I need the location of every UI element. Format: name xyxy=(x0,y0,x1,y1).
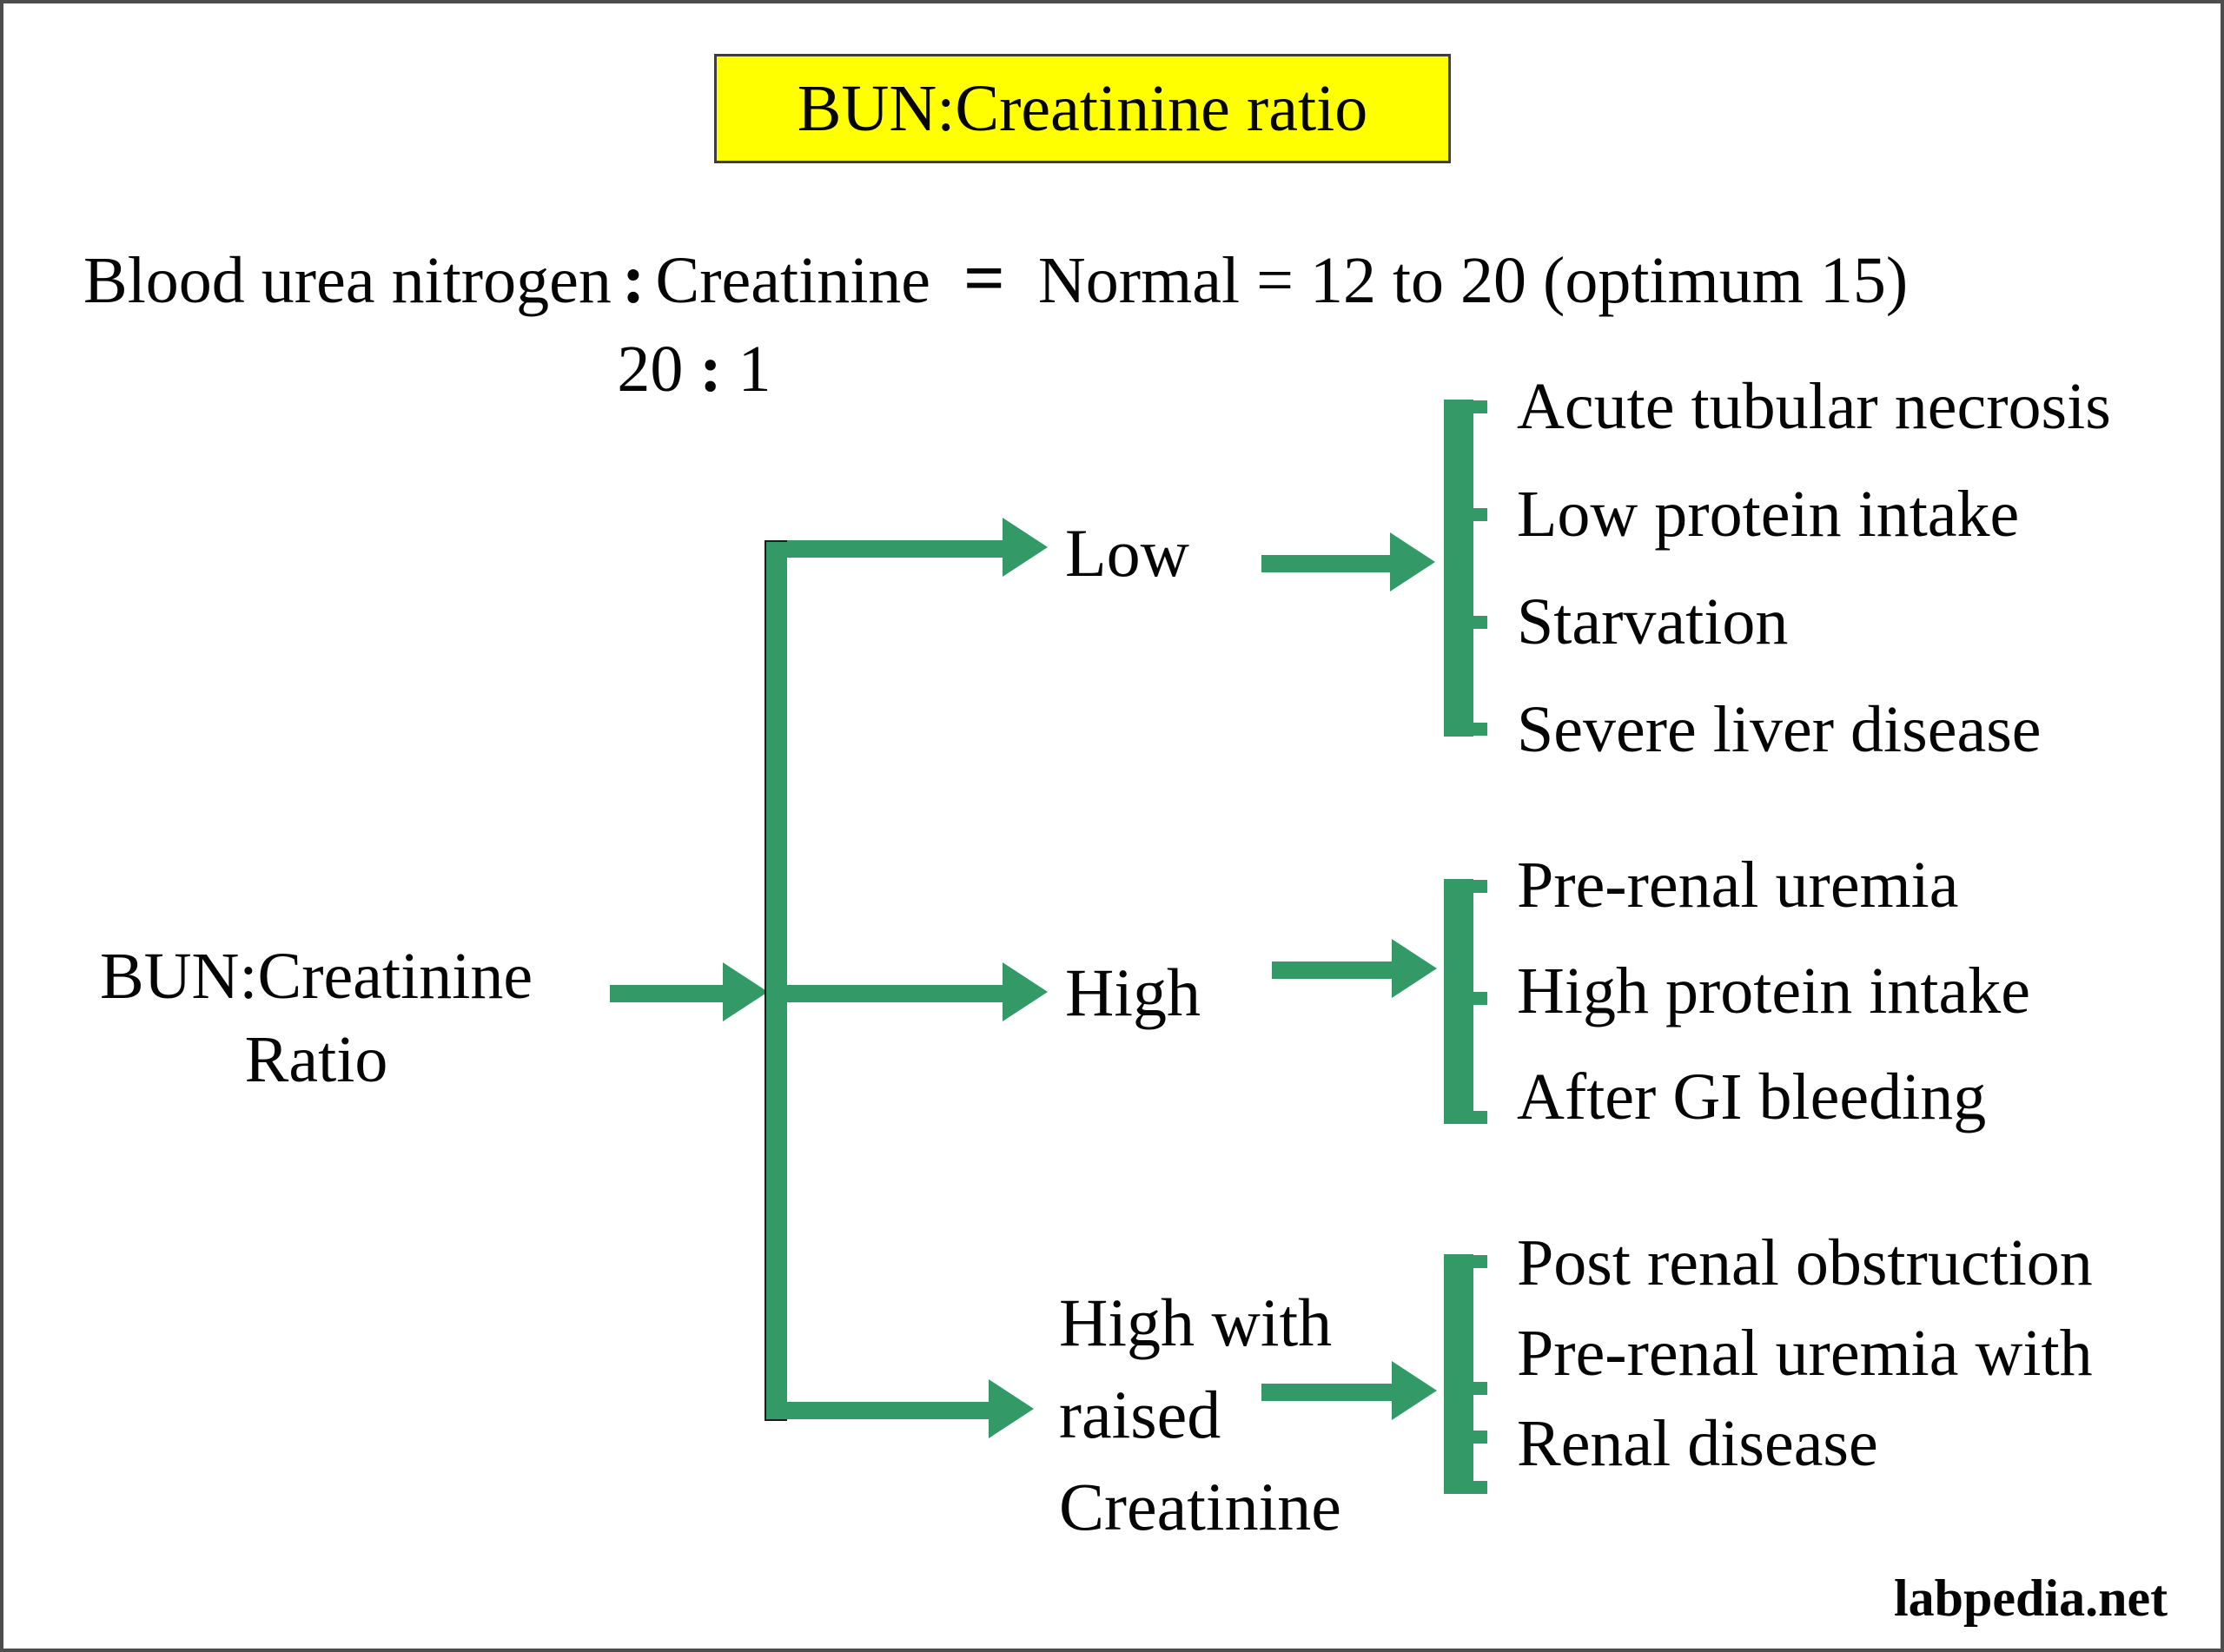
formula-equals: = xyxy=(963,238,1005,319)
root-node: BUN:Creatinine Ratio xyxy=(28,935,605,1101)
high-to-causes-arrow-shaft xyxy=(1272,961,1393,979)
bracket-tick xyxy=(1444,723,1487,736)
cause-item: Acute tubular necrosis xyxy=(1517,369,2111,443)
branch-high-raised-arrow-shaft xyxy=(766,1402,990,1419)
low-to-causes-arrow-head-icon xyxy=(1390,532,1435,591)
high-causes-bracket xyxy=(1444,879,1487,1124)
cause-item: After GI bleeding xyxy=(1517,1060,1987,1133)
high-raised-causes-bracket xyxy=(1444,1254,1487,1494)
high-raised-to-causes-arrow-head-icon xyxy=(1392,1361,1437,1420)
branch-label-line: High with xyxy=(1059,1285,1333,1360)
branch-label-low: Low xyxy=(1065,515,1189,591)
bracket-tick xyxy=(1444,1481,1487,1494)
page-title: BUN:Creatinine ratio xyxy=(797,71,1368,145)
cause-item: Pre-renal uremia xyxy=(1517,848,1959,922)
ratio-line: 20 : 1 xyxy=(551,332,837,407)
bracket-tick xyxy=(1444,1111,1487,1124)
branch-low-arrow-shaft xyxy=(787,540,1004,558)
cause-item: Low protein intake xyxy=(1517,477,2020,551)
formula-colon: : xyxy=(621,241,645,318)
branch-label-line: raised xyxy=(1059,1377,1221,1452)
branch-label-line: Creatinine xyxy=(1059,1469,1341,1544)
formula-normal-range: Normal = 12 to 20 (optimum 15) xyxy=(1037,244,1909,317)
high-to-causes-arrow-head-icon xyxy=(1392,939,1437,998)
branch-high-arrow-head-icon xyxy=(1003,962,1048,1021)
high-causes-list: Pre-renal uremia High protein intake Aft… xyxy=(1517,832,2030,1150)
formula-bun: Blood urea nitrogen xyxy=(83,244,612,317)
cause-item: Severe liver disease xyxy=(1517,692,2042,766)
title-box: BUN:Creatinine ratio xyxy=(714,54,1451,163)
trunk-connector xyxy=(764,540,787,1421)
bracket-tick xyxy=(1444,1431,1487,1444)
bracket-bar xyxy=(1444,1254,1473,1494)
ratio-colon: : xyxy=(699,333,722,406)
branch-label-high: High xyxy=(1065,955,1201,1030)
bracket-bar xyxy=(1444,400,1473,737)
branch-label-high-raised: High with raised Creatinine xyxy=(1059,1277,1424,1553)
low-causes-bracket xyxy=(1444,400,1487,737)
root-node-line2: Ratio xyxy=(244,1023,388,1096)
cause-item: Post renal obstruction xyxy=(1517,1226,2093,1299)
low-to-causes-arrow-shaft xyxy=(1261,555,1392,572)
low-causes-list: Acute tubular necrosis Low protein intak… xyxy=(1517,353,2111,783)
bracket-tick xyxy=(1444,508,1487,521)
bracket-tick xyxy=(1444,880,1487,893)
root-node-line1: BUN:Creatinine xyxy=(99,940,533,1013)
cause-item: Starvation xyxy=(1517,585,1789,658)
cause-item: High protein intake xyxy=(1517,954,2030,1028)
bracket-tick xyxy=(1444,1382,1487,1395)
formula-creatinine: Creatinine xyxy=(655,244,931,317)
ratio-left: 20 xyxy=(617,333,684,406)
bracket-tick xyxy=(1444,400,1487,413)
bracket-tick xyxy=(1444,992,1487,1005)
high-raised-to-causes-arrow-shaft xyxy=(1261,1384,1392,1401)
site-credit: labpedia.net xyxy=(1894,1569,2168,1627)
ratio-right: 1 xyxy=(738,333,771,406)
branch-high-raised-arrow-head-icon xyxy=(989,1379,1034,1438)
cause-item: Renal disease xyxy=(1517,1406,1878,1480)
branch-high-arrow-shaft xyxy=(787,985,1004,1002)
root-arrow-head-icon xyxy=(723,962,768,1021)
formula-line: Blood urea nitrogen : Creatinine = Norma… xyxy=(83,236,1908,320)
high-raised-causes-list: Post renal obstruction Pre-renal uremia … xyxy=(1517,1218,2093,1489)
bracket-tick xyxy=(1444,616,1487,629)
branch-low-arrow-head-icon xyxy=(1003,518,1048,577)
root-arrow-shaft xyxy=(610,985,725,1002)
cause-item: Pre-renal uremia with xyxy=(1517,1316,2093,1390)
bracket-tick xyxy=(1444,1255,1487,1268)
